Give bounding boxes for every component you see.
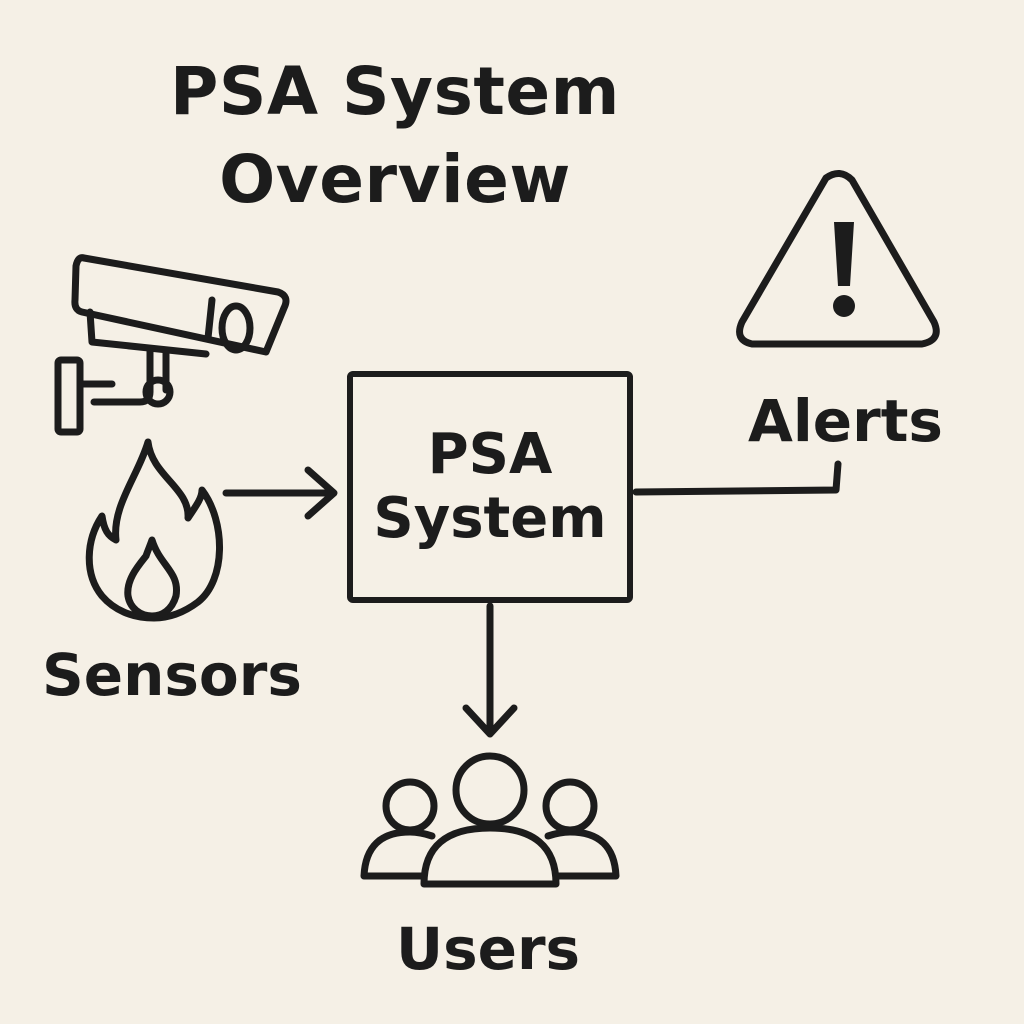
sensors-label: Sensors [42,641,302,709]
psa-system-line-2: System [373,486,607,551]
users-icon [360,752,620,888]
diagram-title: PSA System Overview [90,48,700,224]
users-label: Users [396,915,581,983]
arrow-sensors-to-system [222,466,338,520]
title-line-1: PSA System [170,53,620,130]
camera-icon [54,254,290,436]
flame-icon [85,438,223,622]
psa-system-line-1: PSA [427,422,553,487]
arrow-system-to-users [462,602,518,738]
psa-system-node: PSA System [347,371,633,603]
alerts-label: Alerts [748,387,943,455]
title-line-2: Overview [219,141,571,218]
connector-system-to-alerts [632,460,842,496]
warning-icon [736,170,940,348]
